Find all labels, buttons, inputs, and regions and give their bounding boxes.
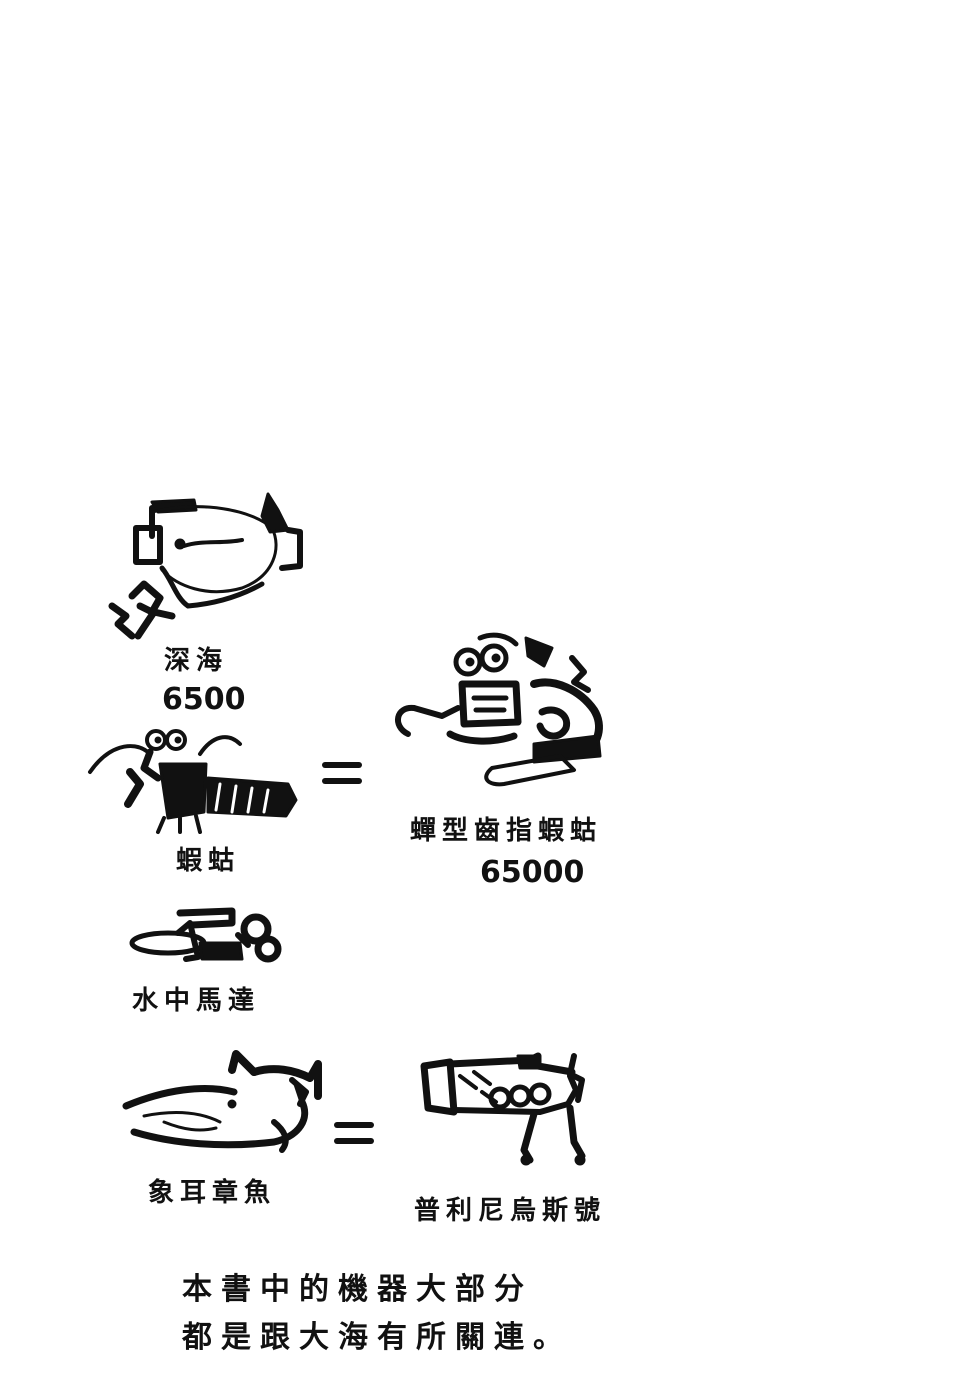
footer-text-line-1: 本書中的機器大部分 — [182, 1272, 533, 1307]
water-motor-icon — [129, 907, 282, 963]
plinius-name-label: 普利尼烏斯號 — [414, 1196, 607, 1226]
dumbo-name-label: 象耳章魚 — [148, 1178, 277, 1208]
shinkai-name-label: 深海 — [164, 646, 229, 676]
mantis-robot-number-label: 65000 — [480, 855, 585, 890]
shrimp-name-label: 蝦蛄 — [176, 846, 241, 876]
motor-name-label: 水中馬達 — [132, 986, 261, 1016]
dumbo-octopus-icon — [122, 1050, 322, 1153]
mantis-robot-icon — [395, 632, 603, 787]
equals-sign — [322, 762, 362, 784]
submarine-icon — [108, 492, 303, 640]
equals-sign — [334, 1122, 374, 1144]
mantis-shrimp-icon — [88, 729, 298, 834]
shinkai-number-label: 6500 — [162, 682, 246, 717]
mantis-robot-name-label: 蟬型齒指蝦蛄 — [410, 816, 603, 846]
plinius-ship-icon — [420, 1052, 586, 1166]
footer-text-line-2: 都是跟大海有所關連。 — [182, 1320, 572, 1355]
